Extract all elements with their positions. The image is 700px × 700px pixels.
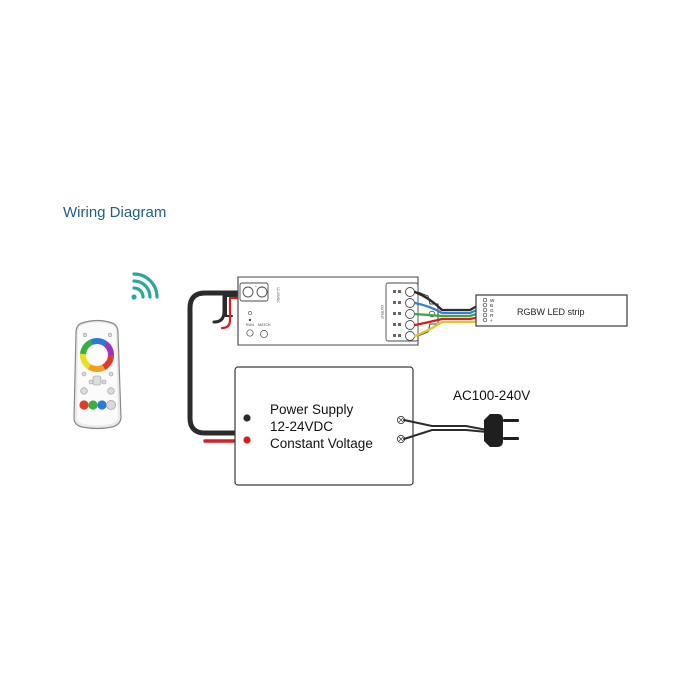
color-wheel (80, 338, 114, 372)
match-label: MATCH (258, 323, 271, 327)
ps-negative-terminal (243, 414, 251, 422)
ac-cord (403, 419, 488, 440)
diagram-title: Wiring Diagram (63, 204, 167, 221)
output-pin-marks (393, 290, 401, 337)
svg-text:-: - (262, 284, 263, 288)
controller-output-label: OUTPUT (380, 305, 384, 319)
wireless-signal-icon (131, 272, 159, 300)
ps-ac-terminals (396, 415, 406, 444)
led-strip-pin-dots (482, 297, 488, 323)
input-polarity-labels: +- (255, 284, 263, 288)
led-strip-label: RGBW LED strip (517, 307, 585, 317)
svg-text:W: W (490, 298, 495, 303)
svg-text:+: + (490, 318, 493, 323)
led-strip: W B G R + RGBW LED strip (475, 294, 628, 327)
remote-small-buttons (80, 332, 115, 395)
controller-input-label: 12-24VDC (276, 287, 280, 303)
svg-text:B: B (490, 303, 493, 308)
controller-output-terminal (385, 282, 419, 342)
led-strip-pin-labels: W B G R + (490, 298, 495, 323)
ac-input-label: AC100-240V (453, 388, 530, 403)
plug-icon (484, 414, 519, 447)
ps-line1: Power Supply (270, 402, 354, 417)
ps-positive-terminal (243, 436, 251, 444)
power-supply: Power Supply 12-24VDC Constant Voltage (234, 366, 414, 486)
ps-line3: Constant Voltage (270, 436, 373, 451)
svg-text:+: + (255, 284, 257, 288)
svg-text:G: G (490, 308, 494, 313)
run-label: RUN (246, 323, 254, 327)
controller-input-terminal (239, 282, 269, 302)
controller-indicators (246, 311, 268, 338)
ps-line2: 12-24VDC (270, 419, 333, 434)
remote-color-buttons (79, 400, 116, 410)
controller: +- 12-24VDC RUN MATCH OUTPUT (237, 276, 439, 346)
remote-control (73, 319, 122, 430)
svg-text:R: R (490, 313, 494, 318)
